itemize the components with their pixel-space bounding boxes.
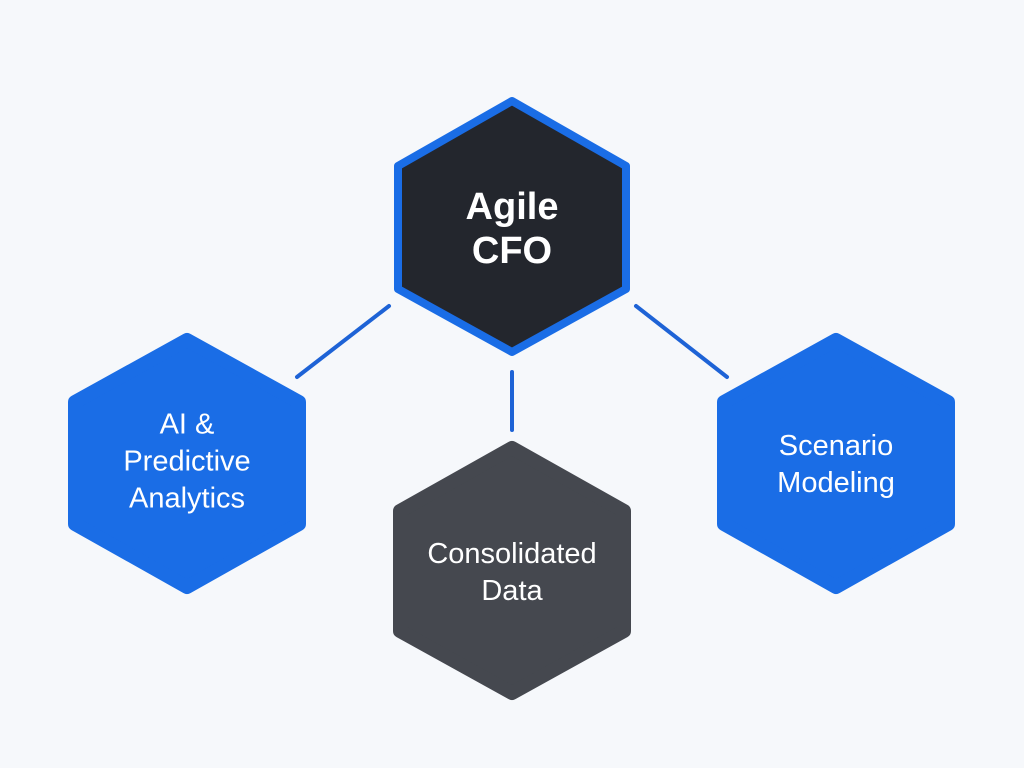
center-label-line1: Agile: [465, 186, 559, 228]
node-label-line: Analytics: [128, 482, 246, 515]
node-label-line: Scenario: [778, 430, 894, 462]
node-label-line: AI &: [159, 408, 215, 441]
node-label-line: Consolidated: [427, 538, 597, 570]
node-label-line: Modeling: [777, 467, 895, 499]
hexagon-agile-cfo: [394, 97, 630, 356]
center-label-line2: CFO: [471, 230, 553, 272]
hexagon-ai-predictive-analytics: [68, 333, 306, 594]
connector-left: [295, 304, 391, 379]
center-node-label: Agile CFO: [466, 185, 559, 273]
scenario-modeling-label: Scenario Modeling: [777, 428, 895, 502]
hexagon-consolidated-data: [393, 441, 631, 700]
ai-predictive-analytics-label: AI & Predictive Analytics: [123, 407, 250, 518]
hexagon-scenario-modeling: [717, 333, 955, 594]
node-label-line: Predictive: [123, 445, 251, 478]
consolidated-data-label: Consolidated Data: [427, 536, 596, 610]
node-label-line: Data: [481, 575, 543, 607]
connector-right: [634, 304, 729, 379]
